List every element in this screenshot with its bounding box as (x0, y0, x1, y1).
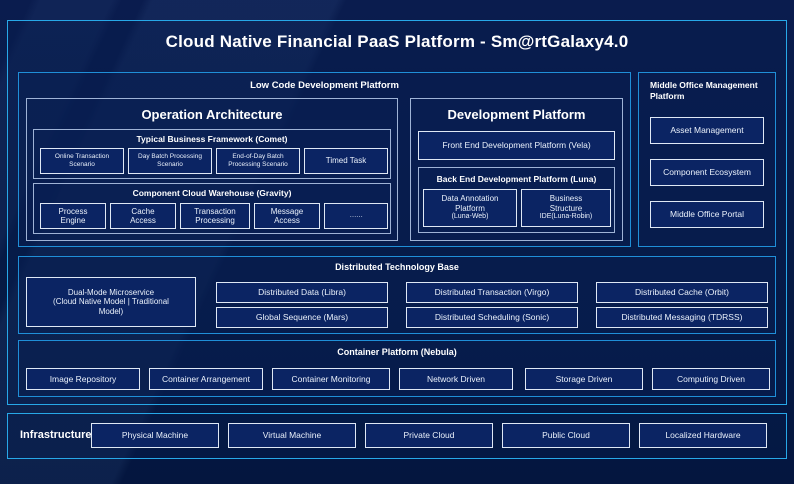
container-platform-item-label: Computing Driven (676, 373, 746, 384)
component-box[interactable]: Message Access (254, 203, 320, 229)
distributed-base-item[interactable]: Distributed Cache (Orbit) (596, 282, 768, 303)
distributed-base-item-label: Distributed Messaging (TDRSS) (621, 312, 743, 323)
middle-office-item[interactable]: Asset Management (650, 117, 764, 144)
back-end-development-platform-header: Back End Development Platform (Luna) (436, 174, 597, 184)
operation-architecture-header: Operation Architecture (141, 107, 283, 122)
typical-business-framework-header: Typical Business Framework (Comet) (136, 134, 288, 144)
middle-office-item-label: Component Ecosystem (663, 167, 751, 178)
component-line1: Cache (131, 206, 155, 216)
middle-office-item[interactable]: Component Ecosystem (650, 159, 764, 186)
container-platform-item[interactable]: Computing Driven (652, 368, 770, 390)
middle-office-header-line1: Middle Office Management (650, 80, 758, 90)
component-box[interactable]: Cache Access (110, 203, 176, 229)
back-end-tool-line1: Business (549, 194, 583, 204)
distributed-base-item-label: Distributed Data (Libra) (258, 287, 346, 298)
middle-office-item[interactable]: Middle Office Portal (650, 201, 764, 228)
infrastructure-item-label: Physical Machine (121, 430, 189, 441)
distributed-base-item[interactable]: Distributed Data (Libra) (216, 282, 388, 303)
front-end-development-platform-box[interactable]: Front End Development Platform (Vela) (418, 131, 615, 160)
component-cloud-warehouse-header: Component Cloud Warehouse (Gravity) (132, 188, 292, 198)
back-end-tool-box[interactable]: Business Structure IDE(Luna-Robin) (521, 189, 611, 227)
infrastructure-item-label: Virtual Machine (262, 430, 322, 441)
scenario-line2: Scenario (69, 161, 95, 168)
dual-mode-line1: Dual-Mode Microservice (67, 287, 155, 297)
distributed-base-item[interactable]: Global Sequence (Mars) (216, 307, 388, 328)
page-title: Cloud Native Financial PaaS Platform - S… (165, 32, 629, 51)
scenario-line1: Online Transaction (54, 153, 110, 161)
back-end-tool-line2: Platform (455, 203, 485, 213)
infrastructure-item[interactable]: Public Cloud (502, 423, 630, 448)
component-box-more[interactable]: …… (324, 203, 388, 229)
container-platform-item[interactable]: Network Driven (399, 368, 513, 390)
low-code-development-platform-header: Low Code Development Platform (250, 80, 399, 91)
scenario-line2: Scenario (157, 161, 183, 168)
distributed-base-item[interactable]: Distributed Transaction (Virgo) (406, 282, 578, 303)
back-end-tool-line1: Data Annotation (441, 194, 499, 204)
distributed-base-item[interactable]: Distributed Scheduling (Sonic) (406, 307, 578, 328)
middle-office-item-label: Asset Management (670, 125, 744, 136)
container-platform-item[interactable]: Storage Driven (525, 368, 643, 390)
distributed-technology-base-header: Distributed Technology Base (335, 262, 459, 272)
container-platform-item-label: Network Driven (426, 373, 486, 384)
distributed-base-item[interactable]: Distributed Messaging (TDRSS) (596, 307, 768, 328)
back-end-tool-line3: IDE(Luna-Robin) (539, 213, 593, 221)
distributed-base-item-label: Distributed Transaction (Virgo) (434, 287, 550, 298)
infrastructure-item[interactable]: Physical Machine (91, 423, 219, 448)
front-end-label: Front End Development Platform (Vela) (442, 140, 591, 151)
scenario-line1: Timed Task (325, 156, 367, 166)
container-platform-item-label: Storage Driven (555, 373, 613, 384)
component-box[interactable]: Process Engine (40, 203, 106, 229)
back-end-tool-line2: Structure (549, 203, 583, 213)
middle-office-header-line2: Platform (650, 91, 685, 101)
infrastructure-item-label: Private Cloud (403, 430, 455, 441)
container-platform-item-label: Container Monitoring (291, 373, 371, 384)
component-line1: Transaction (194, 206, 236, 216)
scenario-box[interactable]: Timed Task (304, 148, 388, 174)
container-platform-item[interactable]: Image Repository (26, 368, 140, 390)
component-line2: Access (130, 216, 156, 225)
dual-mode-line2: (Cloud Native Model | Traditional (53, 297, 169, 307)
component-line2: Engine (60, 216, 86, 225)
component-line1: Message (270, 206, 304, 216)
distributed-base-item-label: Distributed Cache (Orbit) (634, 287, 729, 298)
middle-office-item-label: Middle Office Portal (669, 209, 744, 220)
distributed-base-item-label: Distributed Scheduling (Sonic) (434, 312, 550, 323)
scenario-box[interactable]: Day Batch Processing Scenario (128, 148, 212, 174)
container-platform-item-label: Image Repository (49, 373, 117, 384)
container-platform-item[interactable]: Container Arrangement (149, 368, 263, 390)
scenario-line1: Day Batch Processing (138, 153, 202, 161)
scenario-box[interactable]: End-of-Day Batch Processing Scenario (216, 148, 300, 174)
infrastructure-label: Infrastructure (20, 429, 92, 441)
infrastructure-item-label: Localized Hardware (665, 430, 741, 441)
infrastructure-item-label: Public Cloud (542, 430, 590, 441)
distributed-base-item-label: Global Sequence (Mars) (255, 312, 349, 323)
container-platform-item-label: Container Arrangement (162, 373, 250, 384)
infrastructure-item[interactable]: Private Cloud (365, 423, 493, 448)
container-platform-panel (18, 340, 776, 397)
container-platform-item[interactable]: Container Monitoring (272, 368, 390, 390)
component-line1: …… (349, 211, 364, 219)
back-end-tool-line3: (Luna-Web) (451, 213, 489, 221)
scenario-line1: End-of-Day Batch (232, 153, 284, 161)
infrastructure-item[interactable]: Virtual Machine (228, 423, 356, 448)
component-box[interactable]: Transaction Processing (180, 203, 250, 229)
component-line2: Processing (195, 216, 235, 225)
development-platform-header: Development Platform (447, 107, 586, 122)
scenario-line2: Processing Scenario (228, 161, 288, 168)
scenario-box[interactable]: Online Transaction Scenario (40, 148, 124, 174)
component-line1: Process (58, 206, 88, 216)
container-platform-header: Container Platform (Nebula) (337, 347, 457, 357)
component-line2: Access (274, 216, 300, 225)
dual-mode-microservice-box[interactable]: Dual-Mode Microservice (Cloud Native Mod… (26, 277, 196, 327)
infrastructure-item[interactable]: Localized Hardware (639, 423, 767, 448)
dual-mode-line3: Model) (98, 306, 124, 316)
back-end-tool-box[interactable]: Data Annotation Platform (Luna-Web) (423, 189, 517, 227)
